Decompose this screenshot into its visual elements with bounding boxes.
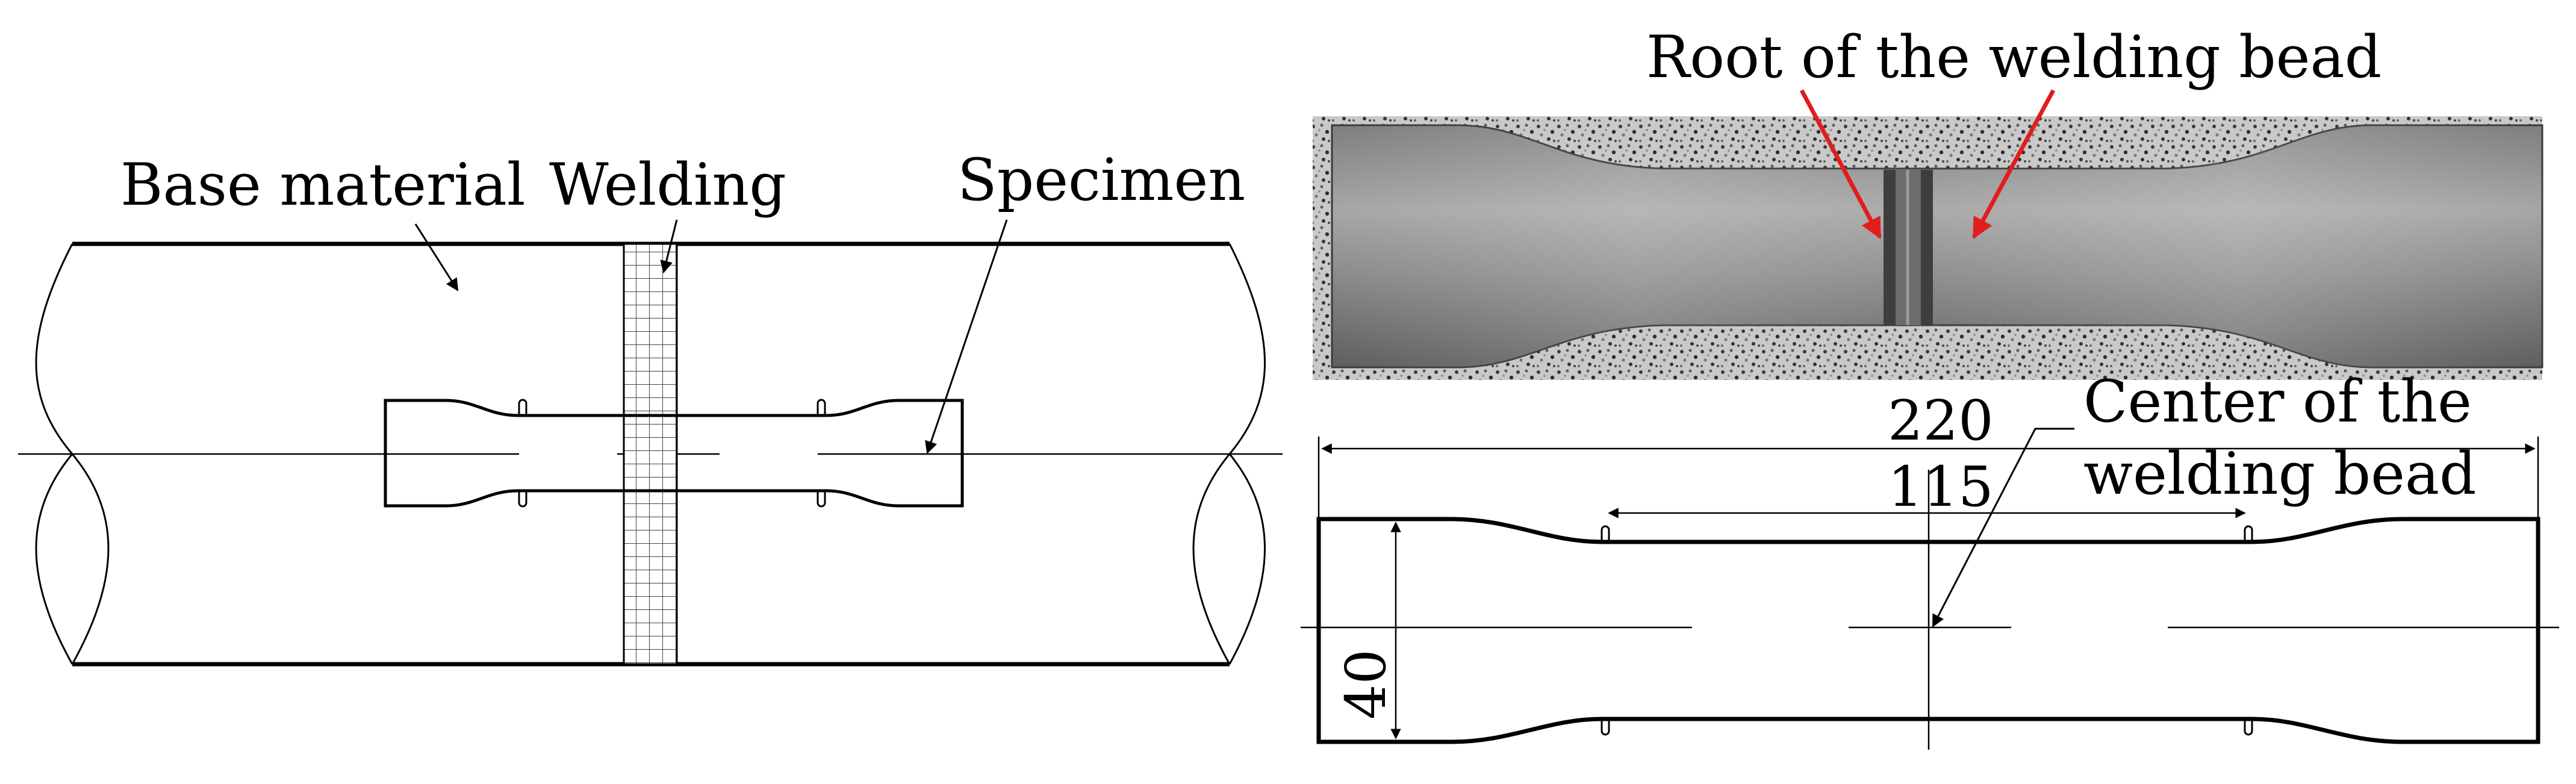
leader-center-weld (1932, 428, 2074, 627)
specimen-photo: Root of the welding bead (1313, 23, 2543, 380)
pipe-diagram: Base material Welding Specimen (18, 146, 1283, 667)
pipe-left-break-2 (35, 453, 73, 665)
label-specimen: Specimen (957, 146, 1245, 214)
leader-welding (660, 219, 678, 274)
drawing-gauge-mark-bl (1601, 719, 1610, 736)
specimen-gauge-mark-tl (518, 399, 527, 415)
red-arrow-left (1799, 89, 1882, 240)
photo-weld-groove-left (1884, 170, 1896, 325)
label-center-weld-line1: Center of the (2083, 368, 2472, 435)
leader-base-material (414, 223, 459, 291)
specimen-gauge-mark-bl (518, 491, 527, 508)
red-arrow-right (1971, 89, 2056, 240)
drawing-gauge-mark-br (2244, 719, 2253, 736)
label-welding: Welding (549, 151, 786, 219)
label-center-weld-line2: welding bead (2083, 440, 2477, 508)
drawing-gauge-mark-tl (1601, 525, 1610, 542)
dim-115-label: 115 (1888, 455, 1994, 519)
weld-band (623, 243, 678, 665)
label-root-weld-bead: Root of the welding bead (1646, 23, 2382, 91)
photo-weld-groove-right (1921, 170, 1933, 325)
pipe-right-break-2 (1228, 453, 1266, 665)
specimen-outline (384, 399, 964, 508)
drawing-gauge-mark-tr (2244, 525, 2253, 542)
label-base-material: Base material (120, 151, 526, 219)
dim-220-label: 220 (1888, 388, 1994, 453)
specimen-drawing: 220 115 40 Center of the welding bead (1301, 368, 2559, 750)
specimen-gauge-mark-br (817, 491, 826, 508)
specimen-gauge-mark-tr (817, 399, 826, 415)
leader-specimen (925, 219, 1008, 454)
drawing-specimen-outline (1316, 517, 2540, 744)
dim-40-label: 40 (1334, 649, 1398, 720)
